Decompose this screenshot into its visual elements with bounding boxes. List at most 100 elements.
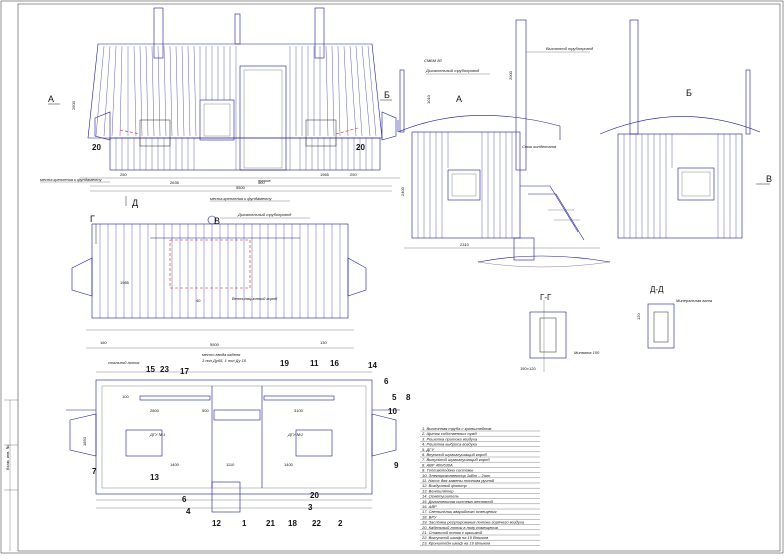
svg-text:40: 40 bbox=[196, 298, 201, 303]
legend-item: 4. Решетка выброса воздуха bbox=[422, 442, 478, 447]
exhaust-stack-right bbox=[314, 7, 325, 59]
legend-item: 11. Насос для замены топлива ручной bbox=[422, 478, 495, 483]
svg-text:1850: 1850 bbox=[82, 436, 87, 446]
svg-text:150×120: 150×120 bbox=[520, 366, 536, 371]
legend-item: 12. Воздушный фильтр bbox=[422, 483, 468, 488]
side-a-window bbox=[447, 169, 481, 201]
side-a-title: А bbox=[456, 94, 462, 104]
svg-text:стальной поток: стальной поток bbox=[108, 360, 141, 365]
callout-5: 5 bbox=[392, 393, 397, 402]
callout-21: 21 bbox=[266, 519, 275, 528]
section-arrow-d: Д bbox=[132, 198, 138, 208]
legend-item: 16. АВР bbox=[422, 504, 437, 509]
section-arrow-g: Г bbox=[90, 214, 95, 224]
section-arrow-b: Б bbox=[384, 90, 390, 100]
legend-item: 17. Светильник аварийного освещения bbox=[422, 509, 497, 514]
floor-plan: ДГУ №1 ДГУ №2 100 2800 500 3100 1400 111… bbox=[66, 359, 411, 528]
window bbox=[199, 99, 235, 141]
legend-item: 22. Выпускной шкаф на 10 Втыков bbox=[421, 535, 488, 540]
svg-text:500: 500 bbox=[202, 408, 209, 413]
callout-20-right: 20 bbox=[356, 143, 365, 152]
side-a-exhaust bbox=[515, 19, 527, 171]
callout-7: 7 bbox=[92, 467, 97, 476]
legend-item: 7. Выпускной шумоглушащий короб bbox=[422, 457, 490, 462]
svg-text:160: 160 bbox=[100, 340, 107, 345]
svg-text:ДГУ №1: ДГУ №1 bbox=[149, 432, 165, 437]
section-arrow-a: А bbox=[48, 94, 54, 104]
svg-text:СМБМ 80: СМБМ 80 bbox=[424, 58, 442, 63]
svg-text:3100: 3100 bbox=[294, 408, 304, 413]
roof-plan-title: В bbox=[214, 216, 220, 226]
generator-right bbox=[305, 119, 337, 147]
legend-item: 18. ВРУ bbox=[422, 514, 437, 519]
side-view-b: Б В bbox=[599, 19, 772, 239]
svg-text:места крепления к фундаменту: места крепления к фундаменту bbox=[210, 196, 273, 201]
legend-item: 13. Вентилятор bbox=[422, 488, 454, 493]
section-gg-title: Г-Г bbox=[540, 293, 552, 302]
callout-4: 4 bbox=[186, 507, 191, 516]
callout-9: 9 bbox=[394, 461, 399, 470]
roof-exhaust-icon bbox=[207, 215, 217, 225]
svg-text:2800: 2800 bbox=[150, 408, 160, 413]
inner-border bbox=[17, 3, 781, 552]
roof-plan: В Г Дыхательный трубопровод Вентиляционн… bbox=[71, 212, 367, 365]
svg-text:1985: 1985 bbox=[120, 280, 130, 285]
legend-item: 2. Щиток собственных нужд bbox=[421, 431, 477, 436]
svg-text:5500: 5500 bbox=[210, 342, 220, 347]
legend-item: 15. Дыхательная система жестяной bbox=[422, 499, 494, 504]
legend-item: 10. Электроконвектор 1кВт – 2шт bbox=[422, 473, 491, 478]
svg-text:1400: 1400 bbox=[170, 462, 180, 467]
callout-8: 8 bbox=[406, 393, 411, 402]
svg-text:Минеральная вата: Минеральная вата bbox=[676, 298, 713, 303]
svg-text:1400: 1400 bbox=[284, 462, 294, 467]
svg-text:3 пол Ду65, 1 пол Ду 10: 3 пол Ду65, 1 пол Ду 10 bbox=[202, 358, 247, 363]
callout-17: 17 bbox=[180, 367, 189, 376]
callout-20-left: 20 bbox=[92, 143, 101, 152]
front-view: 250 2635 400 1965 250 5500 2600 пусков м… bbox=[40, 7, 400, 208]
svg-text:места крепления к фундаменту: места крепления к фундаменту bbox=[40, 177, 103, 182]
svg-text:250: 250 bbox=[120, 172, 127, 177]
callout-13: 13 bbox=[150, 473, 159, 482]
callout-1: 1 bbox=[242, 519, 247, 528]
side-b-title: Б bbox=[686, 88, 692, 98]
legend-item: 23. Кронштейн шкаф на 10 Втыков bbox=[421, 540, 490, 545]
legend-item: 9. Топливоподача системы bbox=[422, 468, 473, 473]
svg-text:100: 100 bbox=[122, 394, 129, 399]
svg-text:2000: 2000 bbox=[508, 70, 513, 80]
exhaust-stack-left bbox=[153, 7, 164, 59]
dg2-box bbox=[295, 429, 333, 457]
door bbox=[239, 65, 287, 171]
svg-text:2635: 2635 bbox=[170, 180, 180, 185]
legend-item: 14. Огнетушитель bbox=[422, 494, 459, 499]
svg-text:120: 120 bbox=[636, 313, 641, 320]
callout-6-left: 6 bbox=[182, 495, 187, 504]
legend-item: 8. АВР 400/630А bbox=[422, 462, 453, 467]
side-b-window bbox=[677, 167, 715, 201]
callout-19: 19 bbox=[280, 359, 289, 368]
stamp-label: Взам. инв. № bbox=[5, 445, 10, 470]
legend-item: 20. Кабельный лоток в полу помещения bbox=[421, 525, 499, 530]
callout-11: 11 bbox=[310, 359, 319, 368]
svg-text:1965: 1965 bbox=[320, 172, 330, 177]
legend-item: 3. Решетка притока воздуха bbox=[422, 436, 478, 441]
callout-18: 18 bbox=[288, 519, 297, 528]
callout-16: 16 bbox=[330, 359, 339, 368]
svg-text:2600: 2600 bbox=[71, 100, 76, 110]
svg-text:Выхлопной трубопровод: Выхлопной трубопровод bbox=[546, 46, 594, 51]
svg-text:место ввода кабеля: место ввода кабеля bbox=[202, 352, 241, 357]
svg-text:1010: 1010 bbox=[426, 94, 431, 104]
svg-text:2310: 2310 bbox=[460, 242, 470, 247]
legend-item: 21. Стальной поток с крышкой bbox=[421, 530, 483, 535]
generator-left bbox=[139, 119, 171, 147]
svg-text:ДГУ №2: ДГУ №2 bbox=[287, 432, 304, 437]
legend-item: 1. Выхлопная труба с кронштейном bbox=[422, 426, 492, 431]
svg-text:130: 130 bbox=[320, 340, 327, 345]
side-view-a: 2310 2400 2000 1010 А Выхлопной трубопро… bbox=[397, 19, 611, 268]
callout-22: 22 bbox=[312, 519, 321, 528]
callout-6-right: 6 bbox=[384, 377, 389, 386]
callout-20-plan: 20 bbox=[310, 491, 319, 500]
callout-10: 10 bbox=[388, 407, 397, 416]
